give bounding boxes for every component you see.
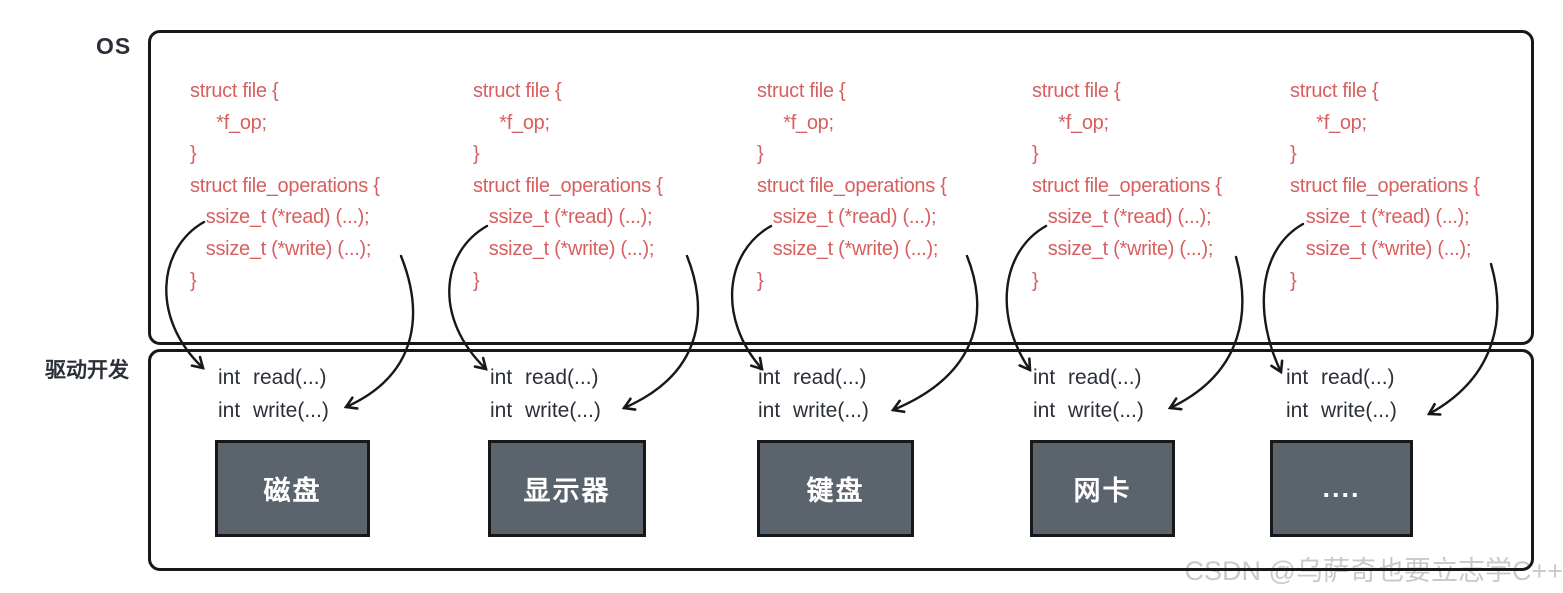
file-operations-code: struct file { *f_op;} struct file_operati… [190,76,380,297]
watermark: CSDN @乌萨奇也要立志学C++ [1184,556,1563,586]
code-line: } [757,143,764,166]
file-operations-code: struct file { *f_op;} struct file_operati… [757,76,947,297]
driver-function-line: int write(...) [1033,398,1144,422]
device-label: .... [1322,473,1361,503]
code-line: } [1290,269,1297,292]
code-line: ssize_t (*read) (...); [190,206,370,229]
driver-function-line: int read(...) [1286,366,1395,389]
code-line: struct file_operations { [190,174,380,197]
code-line: ssize_t (*write) (...); [1290,237,1472,260]
code-line: struct file_operations { [473,174,663,197]
file-operations-code: struct file { *f_op;} struct file_operati… [473,76,663,297]
code-line: struct file_operations { [757,174,947,197]
driver-functions: int read(...) int write(...) [218,362,329,427]
driver-function-line: int read(...) [1033,366,1142,389]
code-line: struct file { [757,80,846,102]
device-box: 网卡 [1030,440,1175,537]
code-line: *f_op; [190,111,267,134]
driver-function-line: int write(...) [218,398,329,422]
code-line: } [190,143,197,166]
code-line: *f_op; [473,111,550,134]
code-line: *f_op; [1032,111,1109,134]
driver-function-line: int read(...) [758,366,867,389]
code-line: ssize_t (*read) (...); [1290,206,1470,229]
code-line: ssize_t (*read) (...); [757,206,937,229]
driver-functions: int read(...) int write(...) [490,362,601,427]
device-label: 磁盘 [263,476,322,506]
code-line: ssize_t (*write) (...); [473,237,655,260]
driver-function-line: int write(...) [758,398,869,422]
code-line: ssize_t (*write) (...); [190,237,372,260]
driver-functions: int read(...) int write(...) [1286,362,1397,427]
code-line: struct file { [1290,80,1379,102]
os-layer-label: OS [96,33,132,59]
driver-function-line: int read(...) [218,366,327,389]
driver-function-line: int read(...) [490,366,599,389]
code-line: *f_op; [757,111,834,134]
driver-layer-label: 驱动开发 [45,359,129,382]
file-operations-code: struct file { *f_op;} struct file_operati… [1032,76,1222,297]
code-line: struct file { [1032,80,1121,102]
os-layer-box [148,30,1534,345]
driver-function-line: int write(...) [1286,398,1397,422]
driver-function-line: int write(...) [490,398,601,422]
code-line: } [1290,143,1297,166]
code-line: *f_op; [1290,111,1367,134]
code-line: ssize_t (*read) (...); [1032,206,1212,229]
code-line: ssize_t (*write) (...); [757,237,939,260]
code-line: struct file { [473,80,562,102]
device-box: 磁盘 [215,440,370,537]
code-line: } [190,269,197,292]
device-box: 键盘 [757,440,914,537]
code-line: struct file_operations { [1032,174,1222,197]
code-line: ssize_t (*write) (...); [1032,237,1214,260]
device-box: 显示器 [488,440,646,537]
file-operations-code: struct file { *f_op;} struct file_operati… [1290,76,1480,297]
code-line: } [1032,143,1039,166]
code-line: } [473,269,480,292]
driver-functions: int read(...) int write(...) [1033,362,1144,427]
code-line: } [473,143,480,166]
device-label: 显示器 [523,476,611,506]
code-line: ssize_t (*read) (...); [473,206,653,229]
driver-functions: int read(...) int write(...) [758,362,869,427]
code-line: } [1032,269,1039,292]
code-line: struct file { [190,80,279,102]
code-line: struct file_operations { [1290,174,1480,197]
driver-layer-box [148,349,1534,571]
code-line: } [757,269,764,292]
device-label: 键盘 [806,476,865,506]
device-box: .... [1270,440,1413,537]
device-label: 网卡 [1073,476,1132,506]
